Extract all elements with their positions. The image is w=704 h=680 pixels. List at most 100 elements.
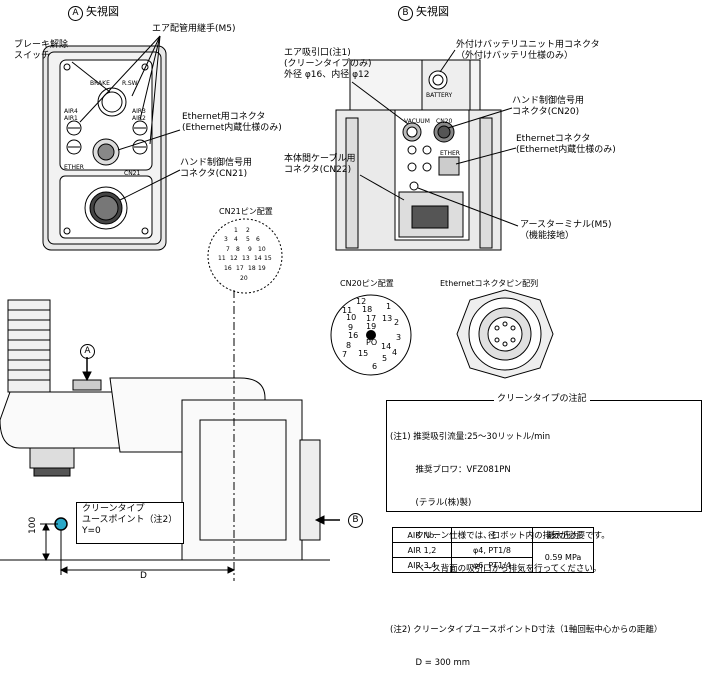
view-a-letter: A — [68, 6, 83, 21]
cn21-pin: 15 — [264, 255, 272, 262]
cn21-pin: 7 — [226, 246, 230, 253]
air-table-cell: AIR 3,4 — [392, 557, 452, 573]
hand-control-b-line1: ハンド制御信号用 — [512, 96, 585, 106]
panel-b-drawing — [335, 49, 519, 251]
cn21-pin-title: CN21ピン配置 — [219, 207, 273, 216]
cn20-pin: 16 — [348, 331, 359, 340]
note-line — [390, 597, 662, 603]
air-table-row: AIR 3,4 φ6, PT1/4 — [392, 557, 594, 573]
cn20-pin: 4 — [392, 348, 398, 357]
arrow-b-label: B — [348, 513, 363, 528]
cn20-pin: 1 — [386, 302, 392, 311]
panel-a-brake-text: BRAKE — [90, 80, 110, 87]
panel-b-battery-text: BATTERY — [426, 92, 453, 99]
air-table-header-cell: 径 — [451, 527, 533, 543]
dim-100-label: 100 — [28, 516, 38, 534]
ethernet-connector-b-label: Ethernetコネクタ (Ethernet内蔵仕様のみ) — [516, 134, 616, 156]
hand-control-b-label: ハンド制御信号用 コネクタ(CN20) — [512, 96, 584, 118]
cn21-pin: 4 — [234, 236, 238, 243]
panel-b-cn20-text: CN20 — [436, 118, 453, 125]
cn20-pin: 5 — [382, 354, 388, 363]
air-table-header: AIR No. 径 最大圧力 — [392, 527, 594, 543]
cn20-pin: 15 — [358, 349, 369, 358]
cn20-pin: 19 — [366, 322, 377, 331]
cn21-pin: 10 — [258, 246, 266, 253]
cn21-pin: 12 — [230, 255, 238, 262]
note-line: D = 300 mm — [390, 658, 471, 668]
view-a-title: 矢視図 — [86, 5, 119, 18]
cn21-pin: 1 — [234, 227, 238, 234]
air-intake-line1: エア吸引口(注1) — [284, 48, 351, 58]
panel-a-drawing — [42, 35, 181, 251]
cn20-pin-title: CN20ピン配置 — [340, 279, 394, 288]
cn21-pin: 19 — [258, 265, 266, 272]
air-intake-label: エア吸引口(注1) (クリーンタイプのみ) 外径 φ16、内径 φ12 — [284, 48, 372, 81]
panel-a-cn21-text: CN21 — [124, 170, 141, 177]
panel-b-vacuum-text: VACUUM — [404, 118, 430, 125]
earth-terminal-label: アースターミナル(M5) （機能接地） — [520, 220, 612, 242]
cn21-pin: 11 — [218, 255, 226, 262]
air-table-row: AIR 1,2 φ4, PT1/8 0.59 MPa — [392, 542, 594, 573]
cn21-pin: 20 — [240, 275, 248, 282]
cn21-pin: 14 — [254, 255, 262, 262]
view-b-letter: B — [398, 6, 413, 21]
cn21-pin: 3 — [224, 236, 228, 243]
cn21-pin: 2 — [246, 227, 250, 234]
cn20-pin: 10 — [346, 313, 357, 322]
cn20-pin: 7 — [342, 350, 348, 359]
panel-a-ether-text: ETHER — [64, 164, 84, 171]
brake-switch-label: ブレーキ解除 スイッチ — [14, 40, 68, 62]
dim-d-label: D — [140, 571, 147, 581]
cn21-pin: 5 — [246, 236, 250, 243]
cn21-pin: 18 — [248, 265, 256, 272]
view-b-title: 矢視図 — [416, 5, 449, 18]
hand-control-a-label: ハンド制御信号用 コネクタ(CN21) — [180, 158, 252, 180]
ext-battery-line2: （外付けバッテリ仕様のみ） — [456, 51, 574, 61]
air-intake-line3: 外径 φ16、内径 φ12 — [284, 70, 370, 80]
air-intake-line2: (クリーンタイプのみ) — [284, 59, 372, 69]
cn20-pin: 2 — [394, 318, 400, 327]
cn21-pin: 16 — [224, 265, 232, 272]
body-cable-line2: コネクタ(CN22) — [284, 165, 352, 175]
use-point-box — [76, 502, 184, 544]
panel-a-rsw-text: R.SW — [122, 80, 138, 87]
ethernet-pin-drawing — [456, 289, 554, 379]
panel-b-ether-text: ETHER — [440, 150, 460, 157]
cn20-pin: 8 — [346, 341, 352, 350]
cn20-pin: PO — [366, 338, 378, 347]
cn21-pin: 17 — [236, 265, 244, 272]
note-line: (注2) クリーンタイプユースポイントD寸法（1軸回転中心からの距離） — [390, 625, 663, 635]
cn20-pin: 17 — [366, 314, 377, 323]
cn21-pin: 6 — [256, 236, 260, 243]
cn20-pin: 6 — [372, 362, 378, 371]
earth-terminal-line1: アースターミナル(M5) — [520, 220, 612, 230]
cn20-pin: 3 — [396, 333, 402, 342]
cn21-pin: 9 — [248, 246, 252, 253]
ethernet-pin-title: Ethernetコネクタピン配列 — [440, 279, 539, 288]
cn20-pin: 13 — [382, 314, 393, 323]
hand-control-a-line1: ハンド制御信号用 — [180, 158, 253, 168]
cn20-pin: 12 — [356, 297, 367, 306]
use-point-line1: クリーンタイプ — [82, 504, 145, 514]
air-table-header-cell: 最大圧力 — [532, 527, 594, 543]
clean-notes-title: クリーンタイプの注記 — [494, 394, 590, 405]
ethernet-connector-a-line2: (Ethernet内蔵仕様のみ) — [182, 123, 282, 133]
note-line: (注1) 推奨吸引流量:25～30リットル/min — [390, 432, 551, 442]
robot-side-view — [0, 290, 340, 581]
use-point-line2: ユースポイント（注2） — [82, 515, 178, 525]
cn20-pin: 11 — [342, 306, 353, 315]
earth-terminal-line2: （機能接地） — [520, 231, 575, 241]
cn21-pin-layout — [207, 218, 283, 294]
hand-control-a-line2: コネクタ(CN21) — [180, 169, 248, 179]
ext-battery-label: 外付けバッテリユニット用コネクタ （外付けバッテリ仕様のみ） — [456, 40, 600, 62]
ethernet-connector-b-line2: (Ethernet内蔵仕様のみ) — [516, 145, 616, 155]
panel-a-air4-text: AIR4 — [64, 108, 78, 115]
hand-control-b-line2: コネクタ(CN20) — [512, 107, 580, 117]
cn21-pin: 13 — [242, 255, 250, 262]
cn20-pin-layout — [330, 294, 412, 376]
arrow-a-label: A — [80, 344, 95, 359]
air-spec-table: AIR No. 径 最大圧力 AIR 1,2 φ4, PT1/8 0.59 MP… — [392, 527, 594, 573]
panel-a-air2-text: AIR2 — [132, 115, 146, 122]
panel-a-air1-text: AIR1 — [64, 115, 78, 122]
